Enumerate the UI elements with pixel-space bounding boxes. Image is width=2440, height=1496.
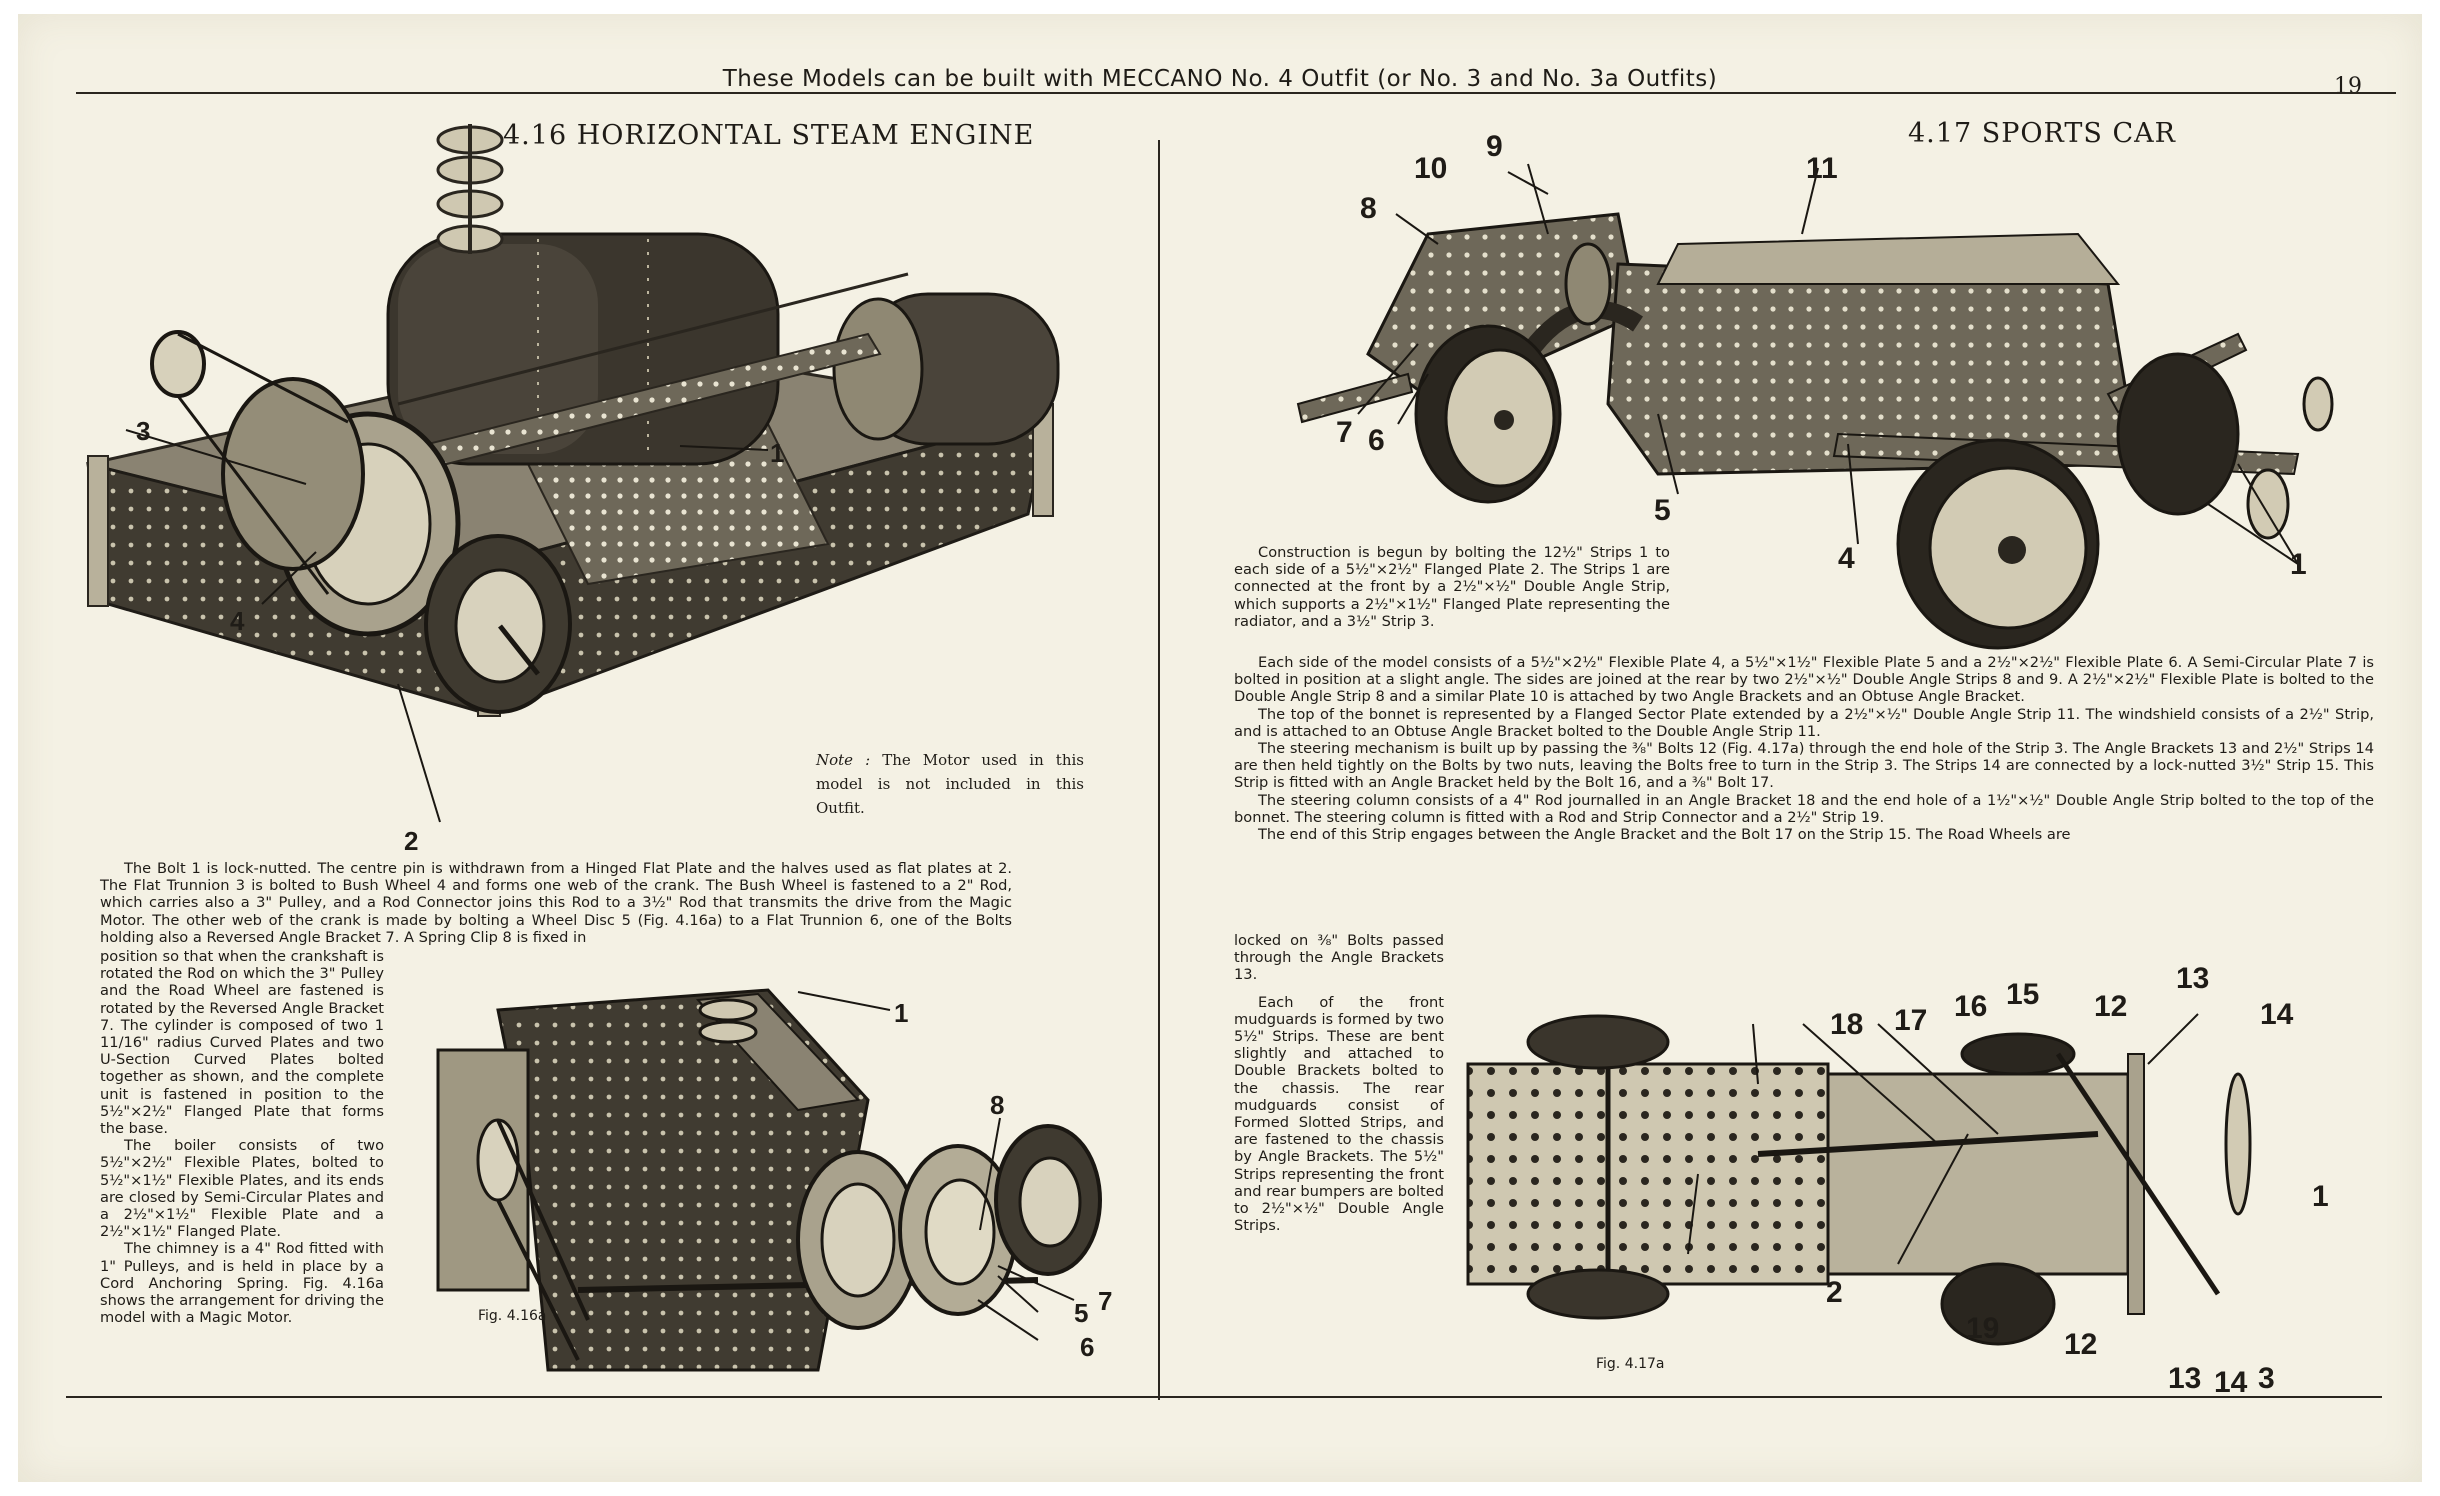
fig16a-callout-7: 7 bbox=[1098, 1286, 1113, 1316]
engine-column-p3: The chimney is a 4" Rod fitted with 1" P… bbox=[100, 1240, 384, 1327]
engine-callout-1: 1 bbox=[770, 438, 785, 468]
steam-engine-illustration bbox=[86, 124, 1060, 823]
header-rule bbox=[76, 92, 2396, 94]
fig17a-callout-17: 17 bbox=[1894, 1004, 1928, 1037]
fig16a-callout-8: 8 bbox=[990, 1090, 1005, 1120]
catalogue-page: These Models can be built with MECCANO N… bbox=[18, 14, 2422, 1482]
fig17a-callout-2: 2 bbox=[1826, 1276, 1843, 1309]
car-text-upper: Construction is begun by bolting the 12½… bbox=[1234, 544, 1670, 630]
note-label: Note : bbox=[816, 751, 871, 769]
fig17a-callout-15: 15 bbox=[2006, 978, 2040, 1011]
car-paragraph-5: The steering column consists of a 4" Rod… bbox=[1234, 791, 2374, 826]
car-callout-7: 7 bbox=[1336, 416, 1353, 449]
fig17a-callout-12-bottom: 12 bbox=[2064, 1328, 2098, 1361]
fig17a-callout-18: 18 bbox=[1830, 1008, 1864, 1041]
car-callout-9: 9 bbox=[1486, 130, 1503, 163]
fig16a-callout-1: 1 bbox=[894, 998, 909, 1028]
fig-4-17a-illustration bbox=[1466, 1013, 2252, 1346]
engine-intro-text: The Bolt 1 is lock-nutted. The centre pi… bbox=[100, 860, 1012, 946]
car-paragraph-6a: The end of this Strip engages between th… bbox=[1258, 826, 2071, 844]
sports-car-title: 4.17 SPORTS CAR bbox=[1908, 118, 2176, 149]
page-number: 19 bbox=[2334, 74, 2362, 99]
footer-rule bbox=[66, 1396, 2382, 1398]
car-callout-8: 8 bbox=[1360, 192, 1377, 225]
header-banner: These Models can be built with MECCANO N… bbox=[722, 66, 1718, 92]
car-text-column: locked on ⅜" Bolts passed through the An… bbox=[1234, 932, 1444, 1234]
car-paragraph-3: The top of the bonnet is represented by … bbox=[1234, 705, 2374, 740]
fig17a-callout-16: 16 bbox=[1954, 990, 1988, 1023]
fig17a-callout-14-bottom: 14 bbox=[2214, 1366, 2248, 1399]
motor-note: Note : The Motor used in this model is n… bbox=[816, 748, 1084, 820]
car-callout-10: 10 bbox=[1414, 152, 1448, 185]
car-paragraph-4: The steering mechanism is built up by pa… bbox=[1234, 740, 2374, 792]
car-callout-5: 5 bbox=[1654, 494, 1671, 527]
engine-callout-2: 2 bbox=[404, 826, 419, 856]
fig16a-callout-5: 5 bbox=[1074, 1298, 1089, 1328]
car-callout-4: 4 bbox=[1838, 542, 1855, 575]
column-divider bbox=[1158, 140, 1160, 1400]
fig17a-callout-19: 19 bbox=[1966, 1312, 2000, 1345]
engine-column-text: position so that when the crankshaft is … bbox=[100, 948, 384, 1326]
fig17a-callout-13-bottom: 13 bbox=[2168, 1362, 2202, 1395]
car-callout-11: 11 bbox=[1806, 152, 1838, 185]
note-text: The Motor used in this model is not incl… bbox=[816, 751, 1084, 817]
fig17a-callout-1: 1 bbox=[2312, 1180, 2329, 1213]
engine-callout-3: 3 bbox=[136, 416, 151, 446]
car-paragraph-2: Each side of the model consists of a 5½"… bbox=[1234, 654, 2374, 706]
engine-intro-paragraph: The Bolt 1 is lock-nutted. The centre pi… bbox=[100, 860, 1012, 946]
steam-engine-title: 4.16 HORIZONTAL STEAM ENGINE bbox=[503, 120, 1035, 151]
fig16a-callout-6: 6 bbox=[1080, 1332, 1095, 1362]
car-paragraph-6b: locked on ⅜" Bolts passed through the An… bbox=[1234, 932, 1444, 984]
fig-4-17a-caption: Fig. 4.17a bbox=[1596, 1356, 1665, 1372]
engine-column-p1: position so that when the crankshaft is … bbox=[100, 948, 384, 1138]
fig-4-16a-illustration bbox=[436, 988, 1102, 1372]
fig-4-16a-caption: Fig. 4.16a bbox=[478, 1308, 547, 1324]
fig17a-callout-12-top: 12 bbox=[2094, 990, 2128, 1023]
car-callout-6: 6 bbox=[1368, 424, 1385, 457]
car-text-main: Each side of the model consists of a 5½"… bbox=[1234, 654, 2374, 843]
car-paragraph-7: Each of the front mudguards is formed by… bbox=[1234, 993, 1444, 1235]
engine-callout-4: 4 bbox=[230, 606, 245, 636]
fig17a-callout-13-top: 13 bbox=[2176, 962, 2210, 995]
fig17a-callout-3: 3 bbox=[2258, 1362, 2275, 1395]
engine-column-p2: The boiler consists of two 5½"×2½" Flexi… bbox=[100, 1137, 384, 1241]
car-callout-1: 1 bbox=[2290, 548, 2307, 581]
car-paragraph-1: Construction is begun by bolting the 12½… bbox=[1234, 544, 1670, 630]
fig17a-callout-14-top: 14 bbox=[2260, 998, 2294, 1031]
sports-car-illustration bbox=[1296, 163, 2334, 650]
